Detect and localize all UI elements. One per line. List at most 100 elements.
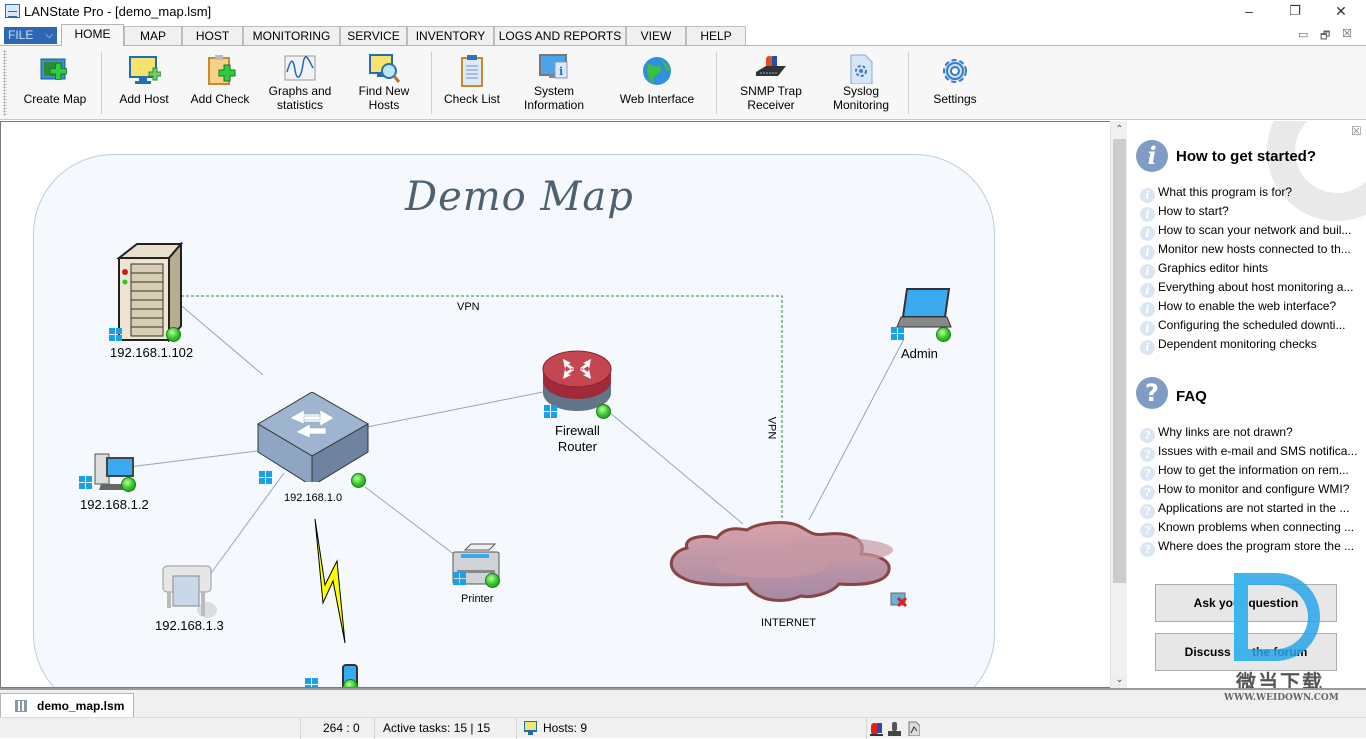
faq-link[interactable]: ?Issues with e-mail and SMS notifica... [1140, 442, 1357, 462]
check-list-button[interactable]: Check List [441, 54, 503, 116]
find-new-hosts-button[interactable]: Find New Hosts [352, 54, 416, 116]
status-hosts: Hosts: 9 [516, 718, 702, 739]
faq-link[interactable]: ?How to get the information on rem... [1140, 461, 1349, 481]
question-bullet-icon: ? [1140, 447, 1155, 462]
add-check-label: Add Check [190, 92, 250, 106]
info-icon: i [1136, 140, 1168, 172]
windows-os-icon [109, 328, 123, 342]
status-online-icon [343, 679, 358, 687]
add-host-icon [127, 54, 162, 88]
map-file-icon [15, 700, 27, 712]
node-printer[interactable]: Printer [447, 542, 511, 612]
syslog-label-line1: Syslog [842, 84, 880, 98]
add-host-label: Add Host [119, 92, 169, 106]
link-router-internet[interactable] [608, 411, 744, 525]
status-online-icon [596, 404, 611, 419]
system-information-button[interactable]: i System Information [516, 54, 592, 116]
web-interface-label: Web Interface [619, 92, 695, 106]
faq-link[interactable]: ?Applications are not started in the ... [1140, 499, 1349, 519]
node-workstation[interactable]: 192.168.1.2 [77, 452, 167, 512]
tab-map[interactable]: MAP [124, 26, 182, 46]
vertical-scrollbar[interactable]: ⌃ ⌄ [1110, 121, 1127, 688]
snmp-trap-receiver-button[interactable]: SNMP Trap Receiver [734, 54, 808, 116]
faq-link[interactable]: ?Where does the program store the ... [1140, 537, 1354, 557]
link-switch-router[interactable] [366, 391, 544, 428]
node-label: 192.168.1.102 [110, 345, 194, 360]
node-plotter[interactable]: 192.168.1.3 [151, 558, 241, 638]
svg-text:i: i [559, 65, 563, 78]
syslog-file-icon[interactable] [907, 721, 920, 736]
web-interface-button[interactable]: Web Interface [614, 54, 700, 116]
tab-view[interactable]: VIEW [626, 26, 686, 46]
tab-help[interactable]: HELP [686, 26, 746, 46]
node-mobile[interactable] [301, 662, 365, 687]
status-active-tasks: Active tasks: 15 | 15 [374, 718, 516, 739]
question-bullet-icon: ? [1140, 466, 1155, 481]
panel-close-icon[interactable]: ☒ [1351, 124, 1362, 138]
add-host-button[interactable]: Add Host [113, 54, 175, 116]
status-online-icon [121, 477, 136, 492]
faq-link[interactable]: ?Why links are not drawn? [1140, 423, 1293, 443]
tab-service[interactable]: SERVICE [340, 26, 407, 46]
tab-monitoring[interactable]: MONITORING [243, 26, 340, 46]
status-bar: 264 : 0 Active tasks: 15 | 15 Hosts: 9 [0, 717, 1366, 739]
add-check-button[interactable]: Add Check [187, 54, 253, 116]
create-map-button[interactable]: Create Map [20, 54, 90, 116]
link-printer-switch[interactable] [364, 486, 460, 559]
close-button[interactable]: ✕ [1335, 3, 1347, 19]
node-switch[interactable]: 192.168.1.0 [256, 392, 372, 504]
document-tab-label: demo_map.lsm [37, 699, 125, 713]
tab-host[interactable]: HOST [182, 26, 243, 46]
graphs-and-statistics-button[interactable]: Graphs and statistics [264, 54, 336, 116]
mdi-minimize-icon[interactable]: ▭ [1298, 29, 1309, 41]
faq-link[interactable]: ?Known problems when connecting ... [1140, 518, 1354, 538]
scroll-up-icon[interactable]: ⌃ [1115, 124, 1124, 135]
link-plotter-switch[interactable] [200, 472, 285, 588]
hosts-monitor-icon [524, 721, 537, 735]
link-vpn[interactable] [181, 295, 783, 520]
node-firewall-router[interactable]: Firewall Router [541, 347, 621, 457]
node-internet-cloud[interactable]: INTERNET [661, 506, 911, 629]
file-menu-button[interactable]: FILE ⌵ [4, 27, 57, 44]
system-info-label-line1: System [533, 84, 574, 98]
scrollbar-thumb[interactable] [1113, 139, 1126, 583]
alarm-light-icon[interactable] [870, 721, 883, 736]
windows-os-icon [259, 471, 273, 485]
settings-button[interactable]: Settings [926, 54, 984, 116]
link-server-switch[interactable] [176, 301, 264, 376]
snmp-receiver-icon[interactable] [888, 721, 901, 736]
link-pc-switch[interactable] [128, 450, 258, 468]
node-admin-laptop[interactable]: Admin [887, 287, 957, 362]
find-hosts-label-line1: Find New [358, 84, 410, 98]
tab-home[interactable]: HOME [61, 24, 124, 46]
mdi-restore-icon[interactable]: 🗗 [1320, 30, 1331, 42]
window-title: LANState Pro - [demo_map.lsm] [24, 4, 212, 19]
faq-link[interactable]: ?How to monitor and configure WMI? [1140, 480, 1350, 500]
tab-logs-and-reports[interactable]: LOGS AND REPORTS [494, 26, 626, 46]
node-label: Printer [461, 593, 494, 605]
status-online-icon [166, 327, 181, 342]
node-server[interactable]: 192.168.1.102 [105, 242, 195, 362]
faq-link-text: How to monitor and configure WMI? [1158, 482, 1350, 496]
restore-button[interactable]: ❐ [1289, 3, 1301, 18]
scroll-down-icon[interactable]: ⌄ [1115, 674, 1124, 685]
help-link-text: How to scan your network and buil... [1158, 223, 1352, 237]
syslog-monitoring-button[interactable]: Syslog Monitoring [824, 54, 898, 116]
map-canvas[interactable]: Demo Map VPN VPN 192.168.1.102 [0, 121, 1110, 688]
document-tab[interactable]: demo_map.lsm [0, 693, 134, 719]
mdi-close-icon[interactable]: ☒ [1342, 28, 1352, 40]
tab-inventory[interactable]: INVENTORY [407, 26, 494, 46]
ribbon-grip[interactable] [3, 50, 7, 116]
link-admin-internet[interactable] [808, 338, 905, 521]
minimize-button[interactable]: – [1245, 3, 1253, 19]
